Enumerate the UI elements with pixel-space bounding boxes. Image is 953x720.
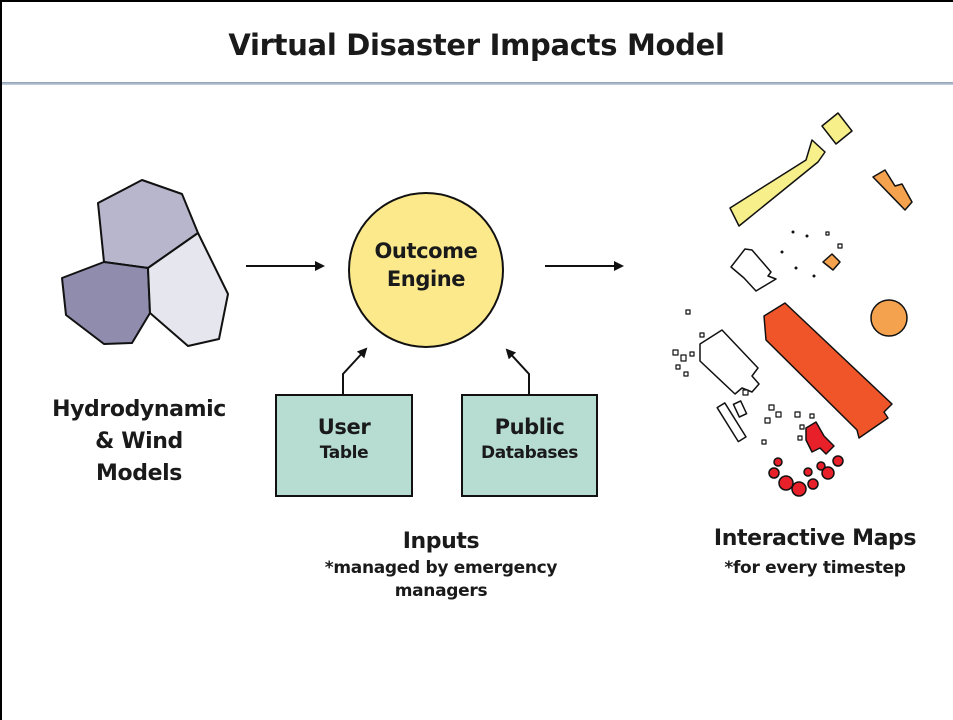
outcome-engine-label: Outcome Engine [350, 237, 502, 293]
public-databases-line-1: Public [494, 415, 565, 439]
interactive-maps-note: *for every timestep [724, 558, 906, 578]
building-outline-tiny [732, 400, 748, 418]
inputs-note-line-1: *managed by emergency [324, 558, 558, 578]
public-databases-line-2: Databases [481, 443, 578, 463]
public-databases-box [461, 394, 598, 497]
slide-title: Virtual Disaster Impacts Model [228, 28, 725, 62]
building-small-outlines [672, 231, 843, 445]
outcome-engine-circle [348, 192, 504, 348]
hexagon-right-icon [147, 232, 229, 347]
hexagon-cluster-icon [61, 179, 229, 347]
hexagon-left-icon [61, 261, 151, 345]
user-table-box [275, 394, 413, 497]
building-yellow-small [821, 112, 853, 145]
arrow-user-table-to-engine [342, 347, 368, 395]
building-orange-right [872, 169, 913, 211]
building-outline-upper [730, 248, 777, 292]
models-label-line-2: & Wind [95, 429, 183, 454]
building-orange-small [822, 253, 841, 271]
interactive-maps-heading: Interactive Maps [713, 526, 917, 551]
building-outline-thin [716, 402, 747, 443]
inputs-note-line-2: managers [394, 581, 488, 601]
title-divider [2, 82, 953, 85]
models-label-line-1: Hydrodynamic [52, 397, 226, 422]
building-outline-mid [699, 329, 760, 395]
engine-label-line-1: Outcome [374, 239, 478, 263]
user-table-line-1: User [317, 415, 371, 439]
arrow-public-db-to-engine [505, 348, 530, 395]
models-label: Hydrodynamic & Wind Models [34, 394, 244, 490]
building-red-dots [768, 455, 844, 497]
building-red-orange-large [763, 302, 893, 439]
map-illustration [672, 112, 913, 497]
inputs-note: *managed by emergency managers [286, 557, 596, 603]
inputs-heading: Inputs [402, 529, 480, 554]
user-table-label: User Table [276, 413, 412, 465]
engine-label-line-2: Engine [386, 267, 466, 291]
user-table-line-2: Table [319, 443, 369, 463]
building-orange-round [870, 299, 908, 337]
models-label-line-3: Models [96, 461, 182, 486]
building-black-dots [780, 230, 816, 278]
building-yellow-long [729, 139, 826, 227]
building-red-cluster [805, 421, 835, 455]
public-databases-label: Public Databases [462, 413, 597, 465]
